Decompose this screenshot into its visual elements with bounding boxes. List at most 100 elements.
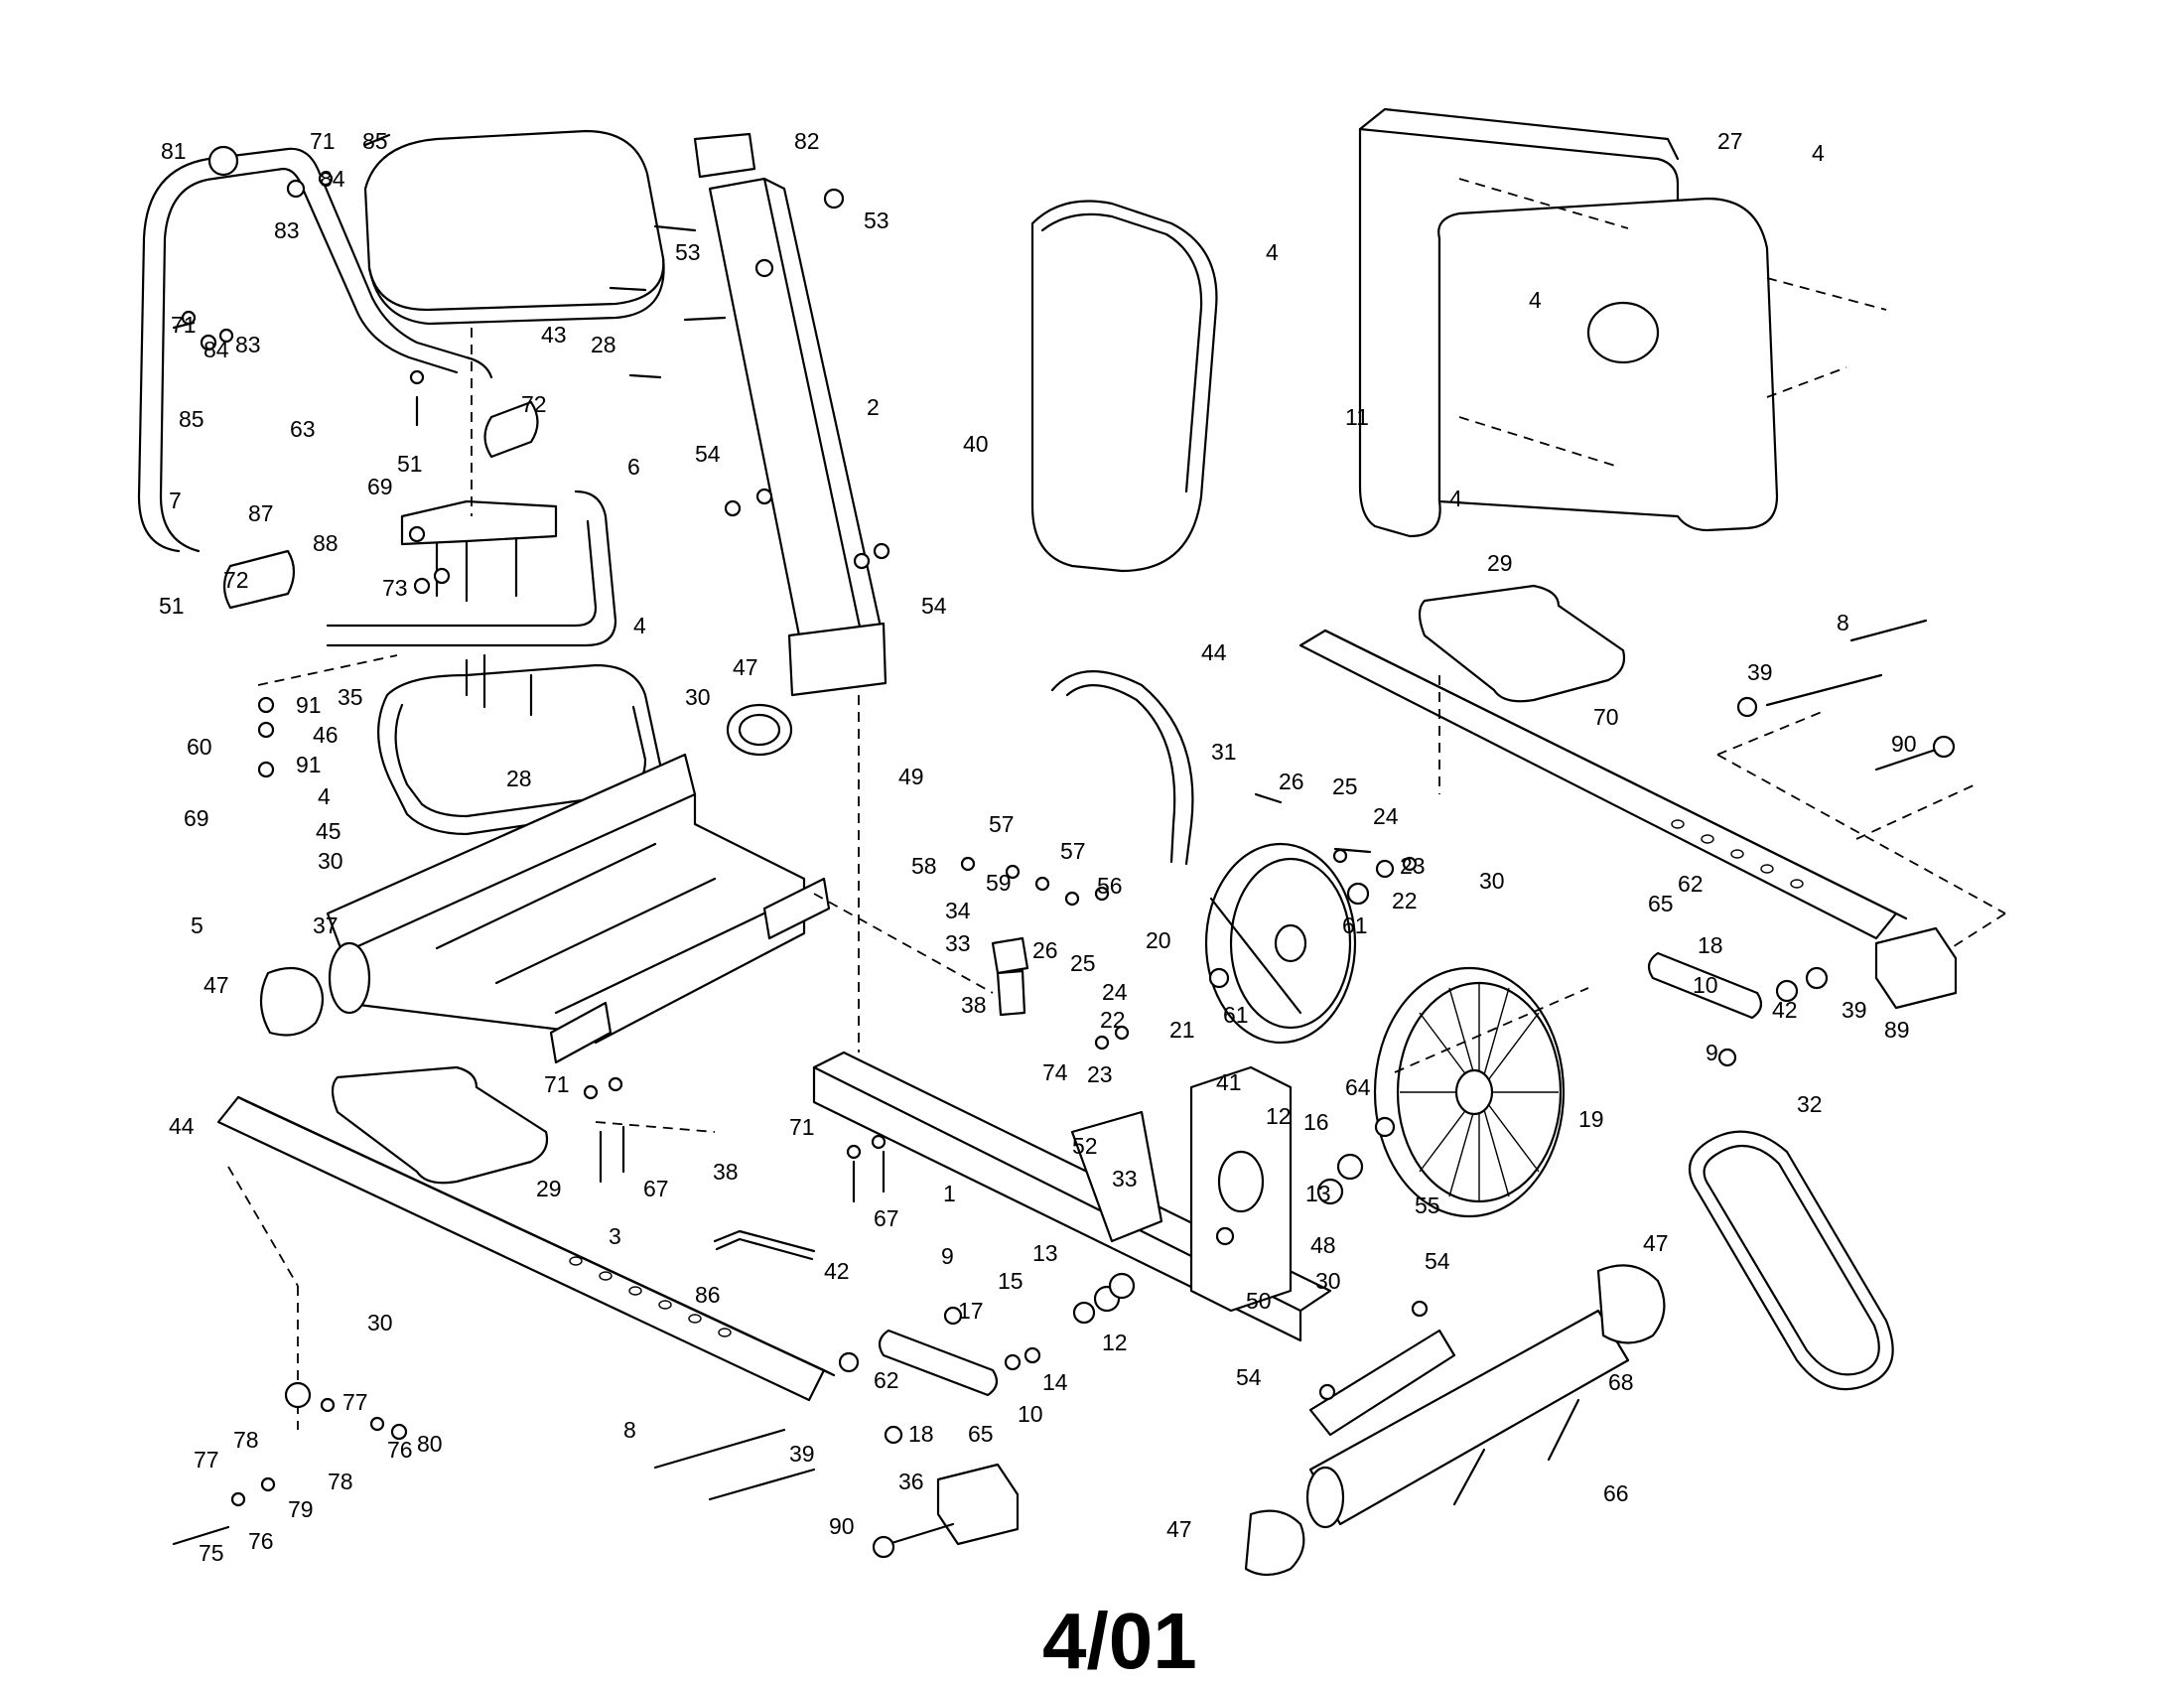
callout-32: 32	[1797, 1091, 1823, 1117]
callout-70: 70	[1593, 704, 1619, 730]
callout-33: 33	[945, 930, 971, 956]
callout-47: 47	[733, 654, 758, 680]
callout-47: 47	[1166, 1516, 1192, 1542]
callout-9: 9	[941, 1243, 954, 1269]
brake-strap-31	[1050, 670, 1194, 866]
callout-4: 4	[1266, 239, 1279, 265]
callout-44: 44	[169, 1113, 195, 1139]
upright-post	[693, 132, 887, 697]
callout-26: 26	[1032, 937, 1058, 963]
callout-74: 74	[1042, 1059, 1068, 1085]
callout-22: 22	[1392, 888, 1418, 913]
callout-65: 65	[968, 1421, 994, 1447]
callout-66: 66	[1603, 1480, 1629, 1506]
callout-50: 50	[1246, 1288, 1272, 1314]
callout-21: 21	[1169, 1017, 1195, 1043]
callout-4: 4	[633, 613, 646, 638]
callout-54: 54	[1425, 1248, 1450, 1274]
callout-47: 47	[1643, 1230, 1669, 1256]
callout-75: 75	[199, 1540, 224, 1566]
callout-9: 9	[1706, 1040, 1718, 1065]
callout-23: 23	[1400, 853, 1426, 879]
callout-47: 47	[204, 972, 229, 998]
right-pedal	[1418, 584, 1626, 703]
callout-90: 90	[829, 1513, 855, 1539]
seat-handlebar-frame	[137, 147, 617, 647]
back-pad	[1030, 200, 1218, 573]
callout-81: 81	[161, 138, 187, 164]
seat-cushion	[363, 129, 665, 326]
callout-1: 1	[943, 1181, 956, 1206]
callout-4: 4	[1529, 287, 1542, 313]
callout-71: 71	[544, 1071, 570, 1097]
callout-77: 77	[194, 1447, 219, 1473]
tension-knob	[991, 936, 1029, 1017]
callout-55: 55	[1415, 1193, 1440, 1218]
callout-27: 27	[1717, 128, 1743, 154]
callout-4: 4	[1449, 486, 1462, 511]
callout-3: 3	[609, 1223, 621, 1249]
callout-71: 71	[310, 128, 336, 154]
callout-86: 86	[695, 1282, 721, 1308]
callout-85: 85	[362, 128, 388, 154]
callout-8: 8	[1837, 610, 1849, 635]
callout-10: 10	[1018, 1401, 1043, 1427]
left-pedal	[331, 1065, 549, 1185]
callout-17: 17	[958, 1298, 984, 1324]
callout-20: 20	[1146, 927, 1171, 953]
callout-71: 71	[789, 1114, 815, 1140]
callout-19: 19	[1578, 1106, 1604, 1132]
stub-axles	[653, 619, 1956, 1559]
callout-62: 62	[874, 1367, 899, 1393]
callout-61: 61	[1223, 1002, 1249, 1028]
callout-39: 39	[789, 1441, 815, 1467]
callout-84: 84	[204, 337, 229, 362]
drive-belt-32	[1688, 1130, 1894, 1391]
front-stabilizer-bracket	[1308, 1329, 1456, 1437]
seat-base-tray	[377, 663, 662, 836]
callout-15: 15	[998, 1268, 1024, 1294]
callout-73: 73	[382, 575, 408, 601]
callout-23: 23	[1087, 1061, 1113, 1087]
callout-65: 65	[1648, 891, 1674, 916]
callout-18: 18	[1698, 932, 1723, 958]
callout-25: 25	[1070, 950, 1096, 976]
callout-7: 7	[169, 488, 182, 513]
callout-72: 72	[223, 567, 249, 593]
callout-91: 91	[296, 752, 322, 777]
callout-30: 30	[1315, 1268, 1341, 1294]
callout-12: 12	[1102, 1330, 1128, 1355]
seat-bracket	[400, 499, 558, 603]
callout-8: 8	[623, 1417, 636, 1443]
callout-56: 56	[1097, 873, 1123, 899]
callout-12: 12	[1266, 1103, 1292, 1129]
callout-43: 43	[541, 322, 567, 348]
callout-18: 18	[908, 1421, 934, 1447]
callout-51: 51	[397, 451, 423, 477]
callout-44: 44	[1201, 639, 1227, 665]
callout-85: 85	[179, 406, 205, 432]
callout-67: 67	[874, 1205, 899, 1231]
callout-78: 78	[328, 1469, 353, 1494]
callout-28: 28	[591, 332, 616, 357]
callout-69: 69	[367, 474, 393, 499]
small-bolts	[172, 133, 1883, 1546]
callout-4: 4	[318, 783, 331, 809]
callout-42: 42	[1772, 997, 1798, 1023]
callout-67: 67	[643, 1176, 669, 1201]
callout-24: 24	[1373, 803, 1399, 829]
callout-58: 58	[911, 853, 937, 879]
callout-11: 11	[1345, 404, 1369, 430]
callout-90: 90	[1891, 731, 1917, 757]
callout-30: 30	[318, 848, 343, 874]
callout-14: 14	[1042, 1369, 1068, 1395]
callout-82: 82	[794, 128, 820, 154]
callout-72: 72	[521, 391, 547, 417]
callout-83: 83	[274, 217, 300, 243]
callout-60: 60	[187, 734, 212, 760]
belt-guard-bracket	[1070, 1110, 1163, 1243]
callout-87: 87	[248, 500, 274, 526]
right-pedal-arm	[1298, 629, 1908, 940]
